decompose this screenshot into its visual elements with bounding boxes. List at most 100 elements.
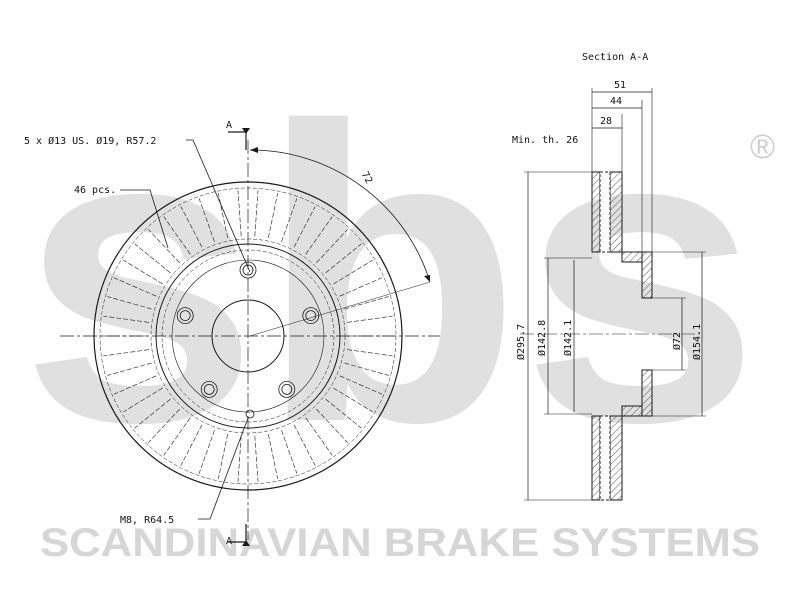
width-28-label: 28 [600, 116, 612, 127]
vane-line [325, 243, 362, 274]
hat-outer-circle [155, 243, 341, 429]
bolt-hole [203, 383, 215, 395]
section-letter-top: A [226, 120, 232, 131]
hat-face-lower [641, 369, 653, 417]
section-title: Section A-A [582, 52, 648, 63]
bolt-holes-callout: 5 x Ø13 US. Ø19, R57.2 [24, 135, 156, 147]
front-view [60, 128, 440, 546]
diameter-154-label: Ø154.1 [691, 324, 703, 360]
vane-line [339, 375, 383, 395]
bolt-hole-counterbore [176, 307, 194, 325]
vane-line [148, 408, 180, 443]
leader-thread [198, 417, 249, 520]
section-marker-top-arrow [242, 128, 250, 134]
vane-line [347, 349, 393, 357]
vane-line [281, 430, 298, 474]
angle-arrow-right [424, 275, 430, 282]
vane-line [163, 417, 191, 456]
section-marker-bottom-arrow [242, 540, 250, 546]
vane-line [305, 417, 333, 456]
vane-line [163, 216, 191, 255]
vane-line [281, 198, 298, 242]
vane-line [305, 216, 333, 255]
vane-line [333, 387, 373, 413]
center-bore [211, 299, 285, 373]
registered-mark: ® [750, 128, 775, 166]
vane-line [107, 362, 152, 376]
hat-inner-circle [161, 249, 335, 423]
vane-line [148, 229, 180, 264]
friction-ring-lower-inner [609, 415, 623, 501]
vane-line [198, 198, 215, 242]
vane-line [123, 259, 163, 285]
vane-line [134, 398, 171, 429]
vane-gap-lower [599, 415, 611, 501]
vane-line [268, 193, 278, 239]
diameter-295-label: Ø295.7 [515, 324, 527, 360]
vane-inner-circle [150, 238, 346, 434]
thread-callout: M8, R64.5 [120, 515, 174, 526]
vane-line [237, 190, 242, 237]
vane-line [254, 435, 259, 482]
vane-line [198, 430, 215, 474]
leader-bolt-holes [186, 139, 251, 273]
min-thickness-label: Min. th. 26 [512, 135, 578, 146]
vane-line [134, 243, 171, 274]
vane-line [293, 206, 316, 248]
vane-line [123, 387, 163, 413]
bolt-hole [242, 264, 254, 276]
cooling-vanes [102, 190, 394, 482]
brand-line: SCANDINAVIAN BRAKE SYSTEMS [40, 521, 760, 565]
vane-gap-upper [599, 171, 611, 253]
vane-line [316, 408, 348, 443]
front-view-labels: A A 5 x Ø13 US. Ø19, R57.2 46 pcs. M8, R… [24, 120, 374, 547]
bolt-hole [179, 310, 191, 322]
section-letter-bottom: A [226, 536, 232, 547]
angle-arc-72 [249, 149, 431, 283]
threaded-hole [245, 409, 255, 419]
vane-line [333, 259, 373, 285]
disc-outer-edge [93, 181, 403, 491]
friction-ring-upper-inner [609, 171, 623, 253]
vane-line [325, 398, 362, 429]
section-view [520, 88, 706, 501]
bolt-hole-counterbore [278, 380, 296, 398]
angle-arrow-left [250, 147, 258, 153]
vane-line [218, 193, 228, 239]
hat-wall-lower [621, 405, 643, 417]
vane-line [113, 277, 157, 297]
width-44-label: 44 [610, 96, 622, 107]
hat-wall-upper [621, 251, 643, 263]
width-51-label: 51 [614, 80, 626, 91]
vane-line [293, 424, 316, 466]
bolt-hole [281, 383, 293, 395]
vane-line [107, 296, 152, 310]
vanes-callout: 46 pcs. [74, 185, 116, 196]
bolt-hole-counterbore [239, 261, 257, 279]
vane-line [180, 424, 203, 466]
vane-line [254, 190, 259, 237]
vane-line [316, 229, 348, 264]
bolt-holes [176, 261, 320, 398]
vane-line [103, 349, 149, 357]
vane-line [268, 433, 278, 479]
bolt-hole [305, 310, 317, 322]
angle-arc-leader [249, 281, 431, 337]
friction-ring-upper-outer [591, 171, 601, 253]
angle-label: 72 [359, 170, 374, 186]
section-view-labels: Section A-A Min. th. 26 51 44 28 Ø295.7 … [512, 52, 703, 360]
hat-face-upper [641, 251, 653, 299]
vane-line [113, 375, 157, 395]
vane-line [237, 435, 242, 482]
vane-line [344, 362, 389, 376]
diameter-142-1-label: Ø142.1 [562, 320, 574, 356]
vane-line [339, 277, 383, 297]
bolt-hole-counterbore [200, 380, 218, 398]
vane-line [344, 296, 389, 310]
vane-line [347, 315, 393, 323]
vane-outer-circle [99, 187, 397, 485]
vane-line [180, 206, 203, 248]
diameter-72-label: Ø72 [671, 332, 683, 350]
friction-ring-lower-outer [591, 415, 601, 501]
